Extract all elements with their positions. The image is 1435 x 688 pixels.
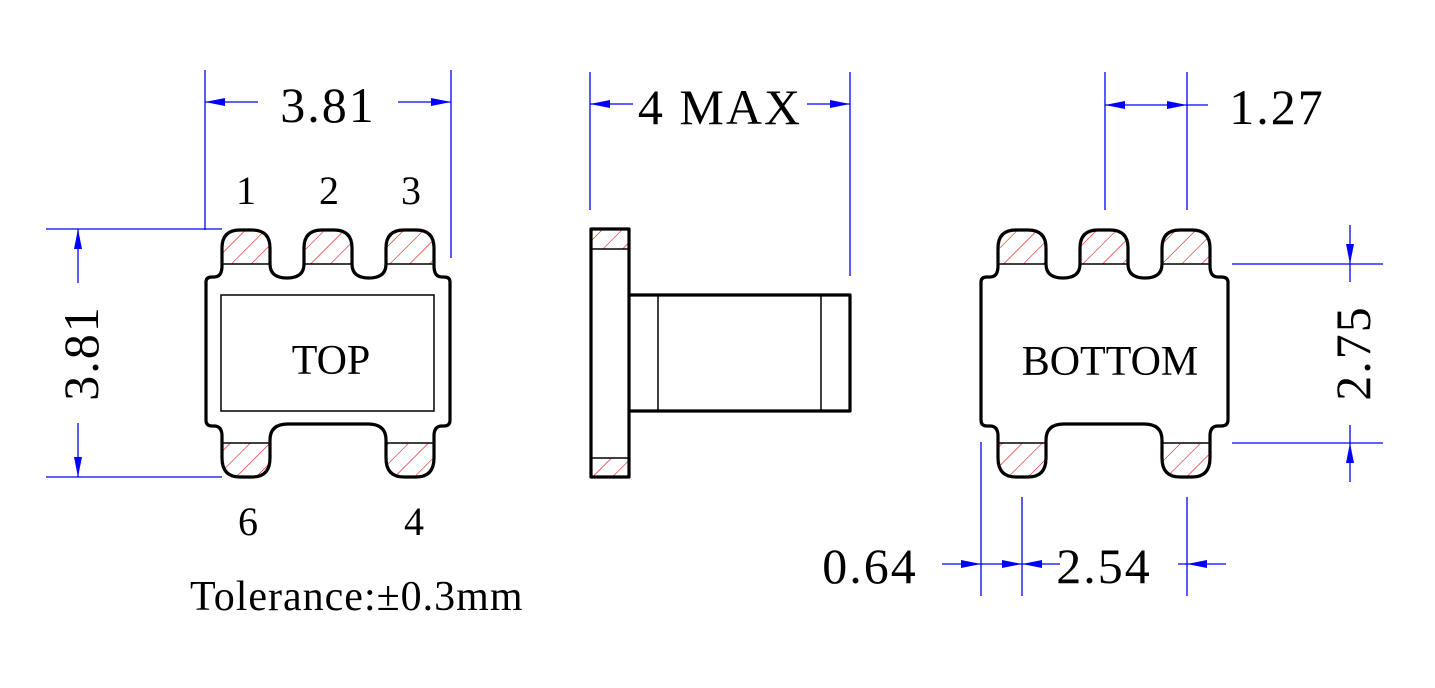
tolerance-note: Tolerance:±0.3mm — [190, 574, 524, 620]
top-height-label: 3.81 — [53, 305, 109, 401]
bottom-view: 1.27 2.75 BOTTOM — [822, 72, 1383, 596]
arrow-left-icon — [1022, 560, 1042, 568]
arrow-down-icon — [1346, 244, 1354, 264]
side-view: 4 MAX — [589, 72, 852, 479]
side-body — [629, 293, 852, 413]
arrow-left-icon — [590, 100, 610, 108]
bottom-label: BOTTOM — [1022, 339, 1199, 385]
side-base — [589, 227, 631, 479]
top-marking-area — [220, 294, 435, 412]
top-width-dimension: 3.81 — [204, 70, 452, 258]
pad-dimensions-bottom: 0.64 2.54 — [822, 442, 1226, 596]
bottom-body-outline — [979, 228, 1230, 479]
arrow-right-icon — [431, 98, 451, 106]
top-label: TOP — [292, 338, 371, 384]
pin-1-label: 1 — [236, 168, 256, 213]
arrow-left-icon — [1105, 101, 1125, 109]
top-height-dimension: 3.81 — [46, 228, 222, 478]
side-height-dimension: 4 MAX — [589, 72, 851, 276]
top-body-outline — [204, 228, 452, 479]
side-height-label: 4 MAX — [638, 79, 802, 135]
arrow-left-icon — [1187, 560, 1207, 568]
pin-3-label: 3 — [401, 168, 421, 213]
pad-spacing-label: 2.54 — [1056, 538, 1152, 594]
top-width-label: 3.81 — [280, 77, 376, 133]
pitch-dimension: 1.27 — [1104, 72, 1325, 210]
arrow-down-icon — [74, 457, 82, 477]
arrow-right-icon — [1002, 560, 1022, 568]
pin-6-label: 6 — [238, 499, 258, 544]
pitch-label: 1.27 — [1229, 79, 1325, 135]
arrow-right-icon — [961, 560, 981, 568]
arrow-right-icon — [830, 100, 850, 108]
arrow-left-icon — [205, 98, 225, 106]
pad-span-dimension: 2.75 — [1232, 225, 1383, 482]
pad-span-label: 2.75 — [1325, 305, 1381, 401]
top-view: 3.81 3.81 TOP 1 2 3 — [46, 70, 452, 544]
pin-4-label: 4 — [404, 499, 424, 544]
arrow-up-icon — [1346, 443, 1354, 463]
arrow-up-icon — [74, 229, 82, 249]
arrow-right-icon — [1167, 101, 1187, 109]
pad-width-label: 0.64 — [822, 538, 918, 594]
pin-2-label: 2 — [319, 168, 339, 213]
